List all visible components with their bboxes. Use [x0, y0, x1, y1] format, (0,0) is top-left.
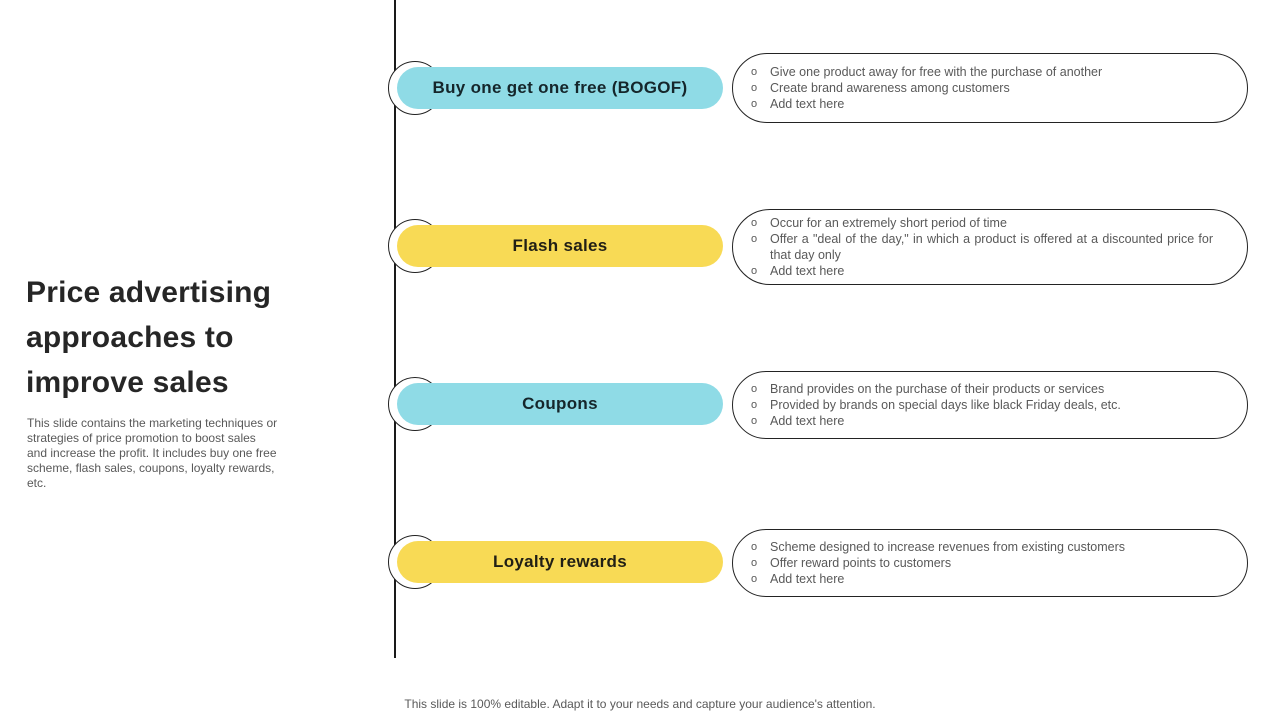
bullet-list: Brand provides on the purchase of their … [749, 381, 1213, 429]
category-pill-bogof: Buy one get one free (BOGOF) [397, 67, 723, 109]
bullet-item: Brand provides on the purchase of their … [749, 381, 1213, 397]
bullet-item: Occur for an extremely short period of t… [749, 215, 1213, 231]
bullet-item: Add text here [749, 96, 1213, 112]
bullet-item: Offer a "deal of the day," in which a pr… [749, 231, 1213, 263]
timeline-divider-line [394, 0, 396, 658]
category-pill-loyalty-rewards: Loyalty rewards [397, 541, 723, 583]
bullet-item: Add text here [749, 413, 1213, 429]
bullet-item: Add text here [749, 263, 1213, 279]
bullet-list: Occur for an extremely short period of t… [749, 215, 1213, 279]
details-box-coupons: Brand provides on the purchase of their … [732, 371, 1248, 439]
footer-note: This slide is 100% editable. Adapt it to… [404, 697, 876, 711]
bullet-item: Add text here [749, 571, 1213, 587]
category-pill-label: Flash sales [512, 236, 608, 255]
bullet-list: Give one product away for free with the … [749, 64, 1213, 112]
bullet-item: Give one product away for free with the … [749, 64, 1213, 80]
bullet-item: Scheme designed to increase revenues fro… [749, 539, 1213, 555]
category-pill-label: Loyalty rewards [493, 552, 627, 571]
details-box-loyalty-rewards: Scheme designed to increase revenues fro… [732, 529, 1248, 597]
bullet-item: Offer reward points to customers [749, 555, 1213, 571]
bullet-item: Create brand awareness among customers [749, 80, 1213, 96]
details-box-flash-sales: Occur for an extremely short period of t… [732, 209, 1248, 285]
details-box-bogof: Give one product away for free with the … [732, 53, 1248, 123]
slide-description: This slide contains the marketing techni… [27, 416, 278, 490]
category-pill-coupons: Coupons [397, 383, 723, 425]
category-pill-label: Buy one get one free (BOGOF) [432, 78, 688, 97]
bullet-item: Provided by brands on special days like … [749, 397, 1213, 413]
category-pill-label: Coupons [522, 394, 598, 413]
bullet-list: Scheme designed to increase revenues fro… [749, 539, 1213, 587]
category-pill-flash-sales: Flash sales [397, 225, 723, 267]
slide-title: Price advertising approaches to improve … [26, 276, 272, 400]
